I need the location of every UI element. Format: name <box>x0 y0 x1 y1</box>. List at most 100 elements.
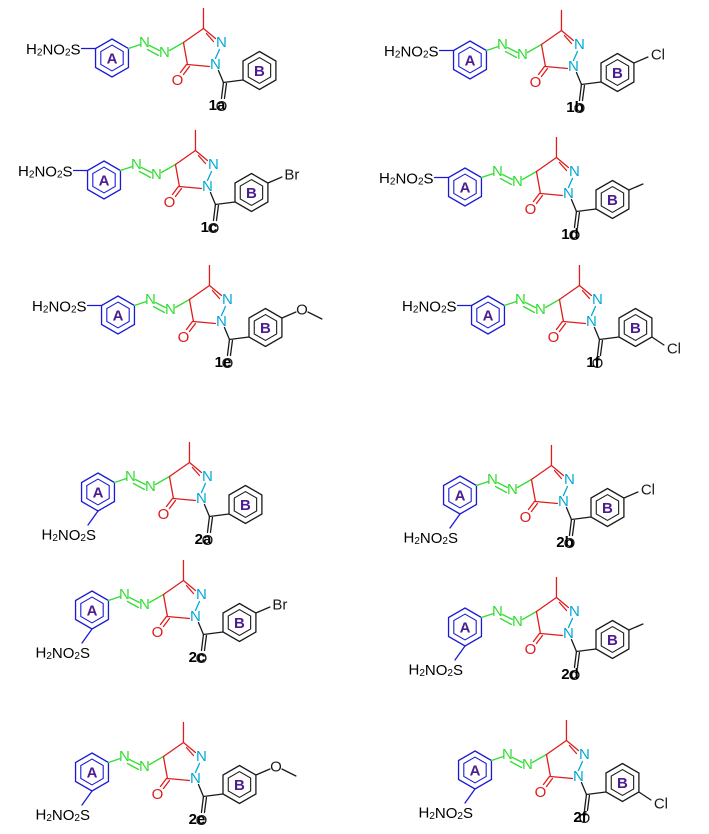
pyrazolone-n-lower: N <box>210 56 221 73</box>
pyrazolone-bond <box>558 161 568 172</box>
pyrazolone-bond <box>185 584 195 595</box>
benzoyl-oxygen: O <box>222 355 234 372</box>
azo-double-b <box>126 762 140 771</box>
pyrazolone-bond <box>182 27 205 44</box>
azo-bond-1 <box>480 172 495 179</box>
pyrazolone-bond <box>534 500 559 505</box>
pyrazolone-n-n-bond <box>562 485 569 497</box>
pyrazolone-bond <box>188 461 203 474</box>
azo-double-b <box>132 482 146 491</box>
ring-b-substituent-bond <box>623 491 639 499</box>
azo-bond-1 <box>107 757 122 764</box>
ring-a-label: A <box>460 620 471 637</box>
pyrazolone-carbonyl <box>171 185 180 196</box>
azo-n2: N <box>535 301 546 318</box>
sulfonamide-group: H2NO2S <box>36 645 90 662</box>
pyrazolone-bond <box>535 610 542 635</box>
azo-bond-2 <box>531 753 548 764</box>
pyrazolone-n-upper: N <box>569 603 580 620</box>
benzoyl-carbonyl <box>578 83 583 102</box>
pyrazolone-bond <box>550 464 565 477</box>
azo-bond-1 <box>127 43 142 50</box>
benzoyl-oxygen: O <box>592 355 604 372</box>
benzoyl-ring-bond <box>575 208 597 213</box>
ring-b-label: B <box>260 320 271 337</box>
ring-b <box>618 307 653 348</box>
azo-n1: N <box>119 748 130 765</box>
pyrazolone-bond <box>540 43 547 68</box>
ring-b-halogen: Cl <box>667 341 681 358</box>
benzoyl-ring-bond <box>598 336 620 341</box>
ring-a-sulfonyl-bond <box>81 790 93 806</box>
ring-b-inner <box>610 768 635 797</box>
benzoyl-oxygen: O <box>196 812 208 829</box>
benzoyl-ring-bond <box>208 513 230 518</box>
pyrazolone-bond <box>162 741 185 758</box>
azo-bond-2 <box>174 298 191 309</box>
pyrazolone-n-lower: N <box>190 608 201 625</box>
benzoyl-carbonyl <box>576 651 581 669</box>
benzoyl-oxygen: O <box>216 98 228 115</box>
azo-n2: N <box>145 478 156 495</box>
azo-bond-1 <box>107 595 122 602</box>
compound-label: 1d <box>561 226 579 243</box>
sulfonamide-group: H2NO2S <box>42 527 96 544</box>
azo-bond-2 <box>521 170 538 181</box>
methoxy-methyl <box>281 768 297 777</box>
pyrazolone-bond <box>544 65 569 70</box>
benzoyl-carbonyl <box>568 518 573 537</box>
azo-double-a <box>128 596 141 604</box>
azo-n2: N <box>512 173 523 190</box>
pyrazolone-bond <box>540 29 563 46</box>
pyrazolone-n-lower: N <box>196 490 207 507</box>
pyrazolone-bond <box>192 320 217 325</box>
azo-n1: N <box>125 468 136 485</box>
ring-a-label: A <box>87 765 98 782</box>
pyrazolone-oxygen: O <box>535 784 547 801</box>
pyrazolone-n-lower: N <box>558 493 569 510</box>
benzoyl-oxygen: O <box>569 227 581 244</box>
ring-a-label: A <box>470 763 481 780</box>
ring-b-inner <box>227 770 252 799</box>
ring-b-substituent-bond <box>628 623 644 631</box>
pyrazolone-bond <box>549 775 574 780</box>
azo-bond-1 <box>133 300 148 307</box>
azo-double-a <box>511 756 524 764</box>
pyrazolone-bond <box>182 41 189 66</box>
ring-a-inner <box>448 481 472 509</box>
pyrazolone-bond <box>202 27 217 40</box>
ring-b-substituent-bond <box>628 183 644 191</box>
azo-double-a <box>154 301 167 309</box>
azo-bond-1 <box>119 165 134 172</box>
azo-double-b <box>509 760 523 769</box>
azo-double-b <box>152 305 166 314</box>
azo-bond-2 <box>154 475 171 486</box>
pyrazolone-n-upper: N <box>579 746 590 763</box>
compound-label: 1f <box>586 354 600 371</box>
pyrazolone-bond <box>545 739 568 756</box>
pyrazolone-carbonyl <box>168 499 177 510</box>
pyrazolone-bond <box>562 320 587 325</box>
azo-double-b <box>146 48 160 57</box>
pyrazolone-bond <box>182 741 197 754</box>
compound-label: 1b <box>566 99 584 116</box>
pyrazolone-bond <box>174 163 181 188</box>
benzoyl-ring-bond <box>575 648 597 653</box>
pyrazolone-bond <box>174 149 197 166</box>
azo-bond-2 <box>148 593 165 604</box>
pyrazolone-n-n-bond <box>194 762 201 774</box>
benzoyl-carbonyl <box>223 82 228 100</box>
pyrazolone-bond <box>578 284 593 297</box>
benzoyl-ring-bond <box>585 791 607 796</box>
pyrazolone-carbonyl <box>545 777 554 788</box>
azo-double-b <box>499 177 513 186</box>
pyrazolone-bond <box>565 739 580 752</box>
compound-label: 1c <box>201 219 218 236</box>
pyrazolone-bond <box>539 632 564 637</box>
compound-label: 2b <box>556 534 574 551</box>
pyrazolone-bond <box>191 466 201 477</box>
